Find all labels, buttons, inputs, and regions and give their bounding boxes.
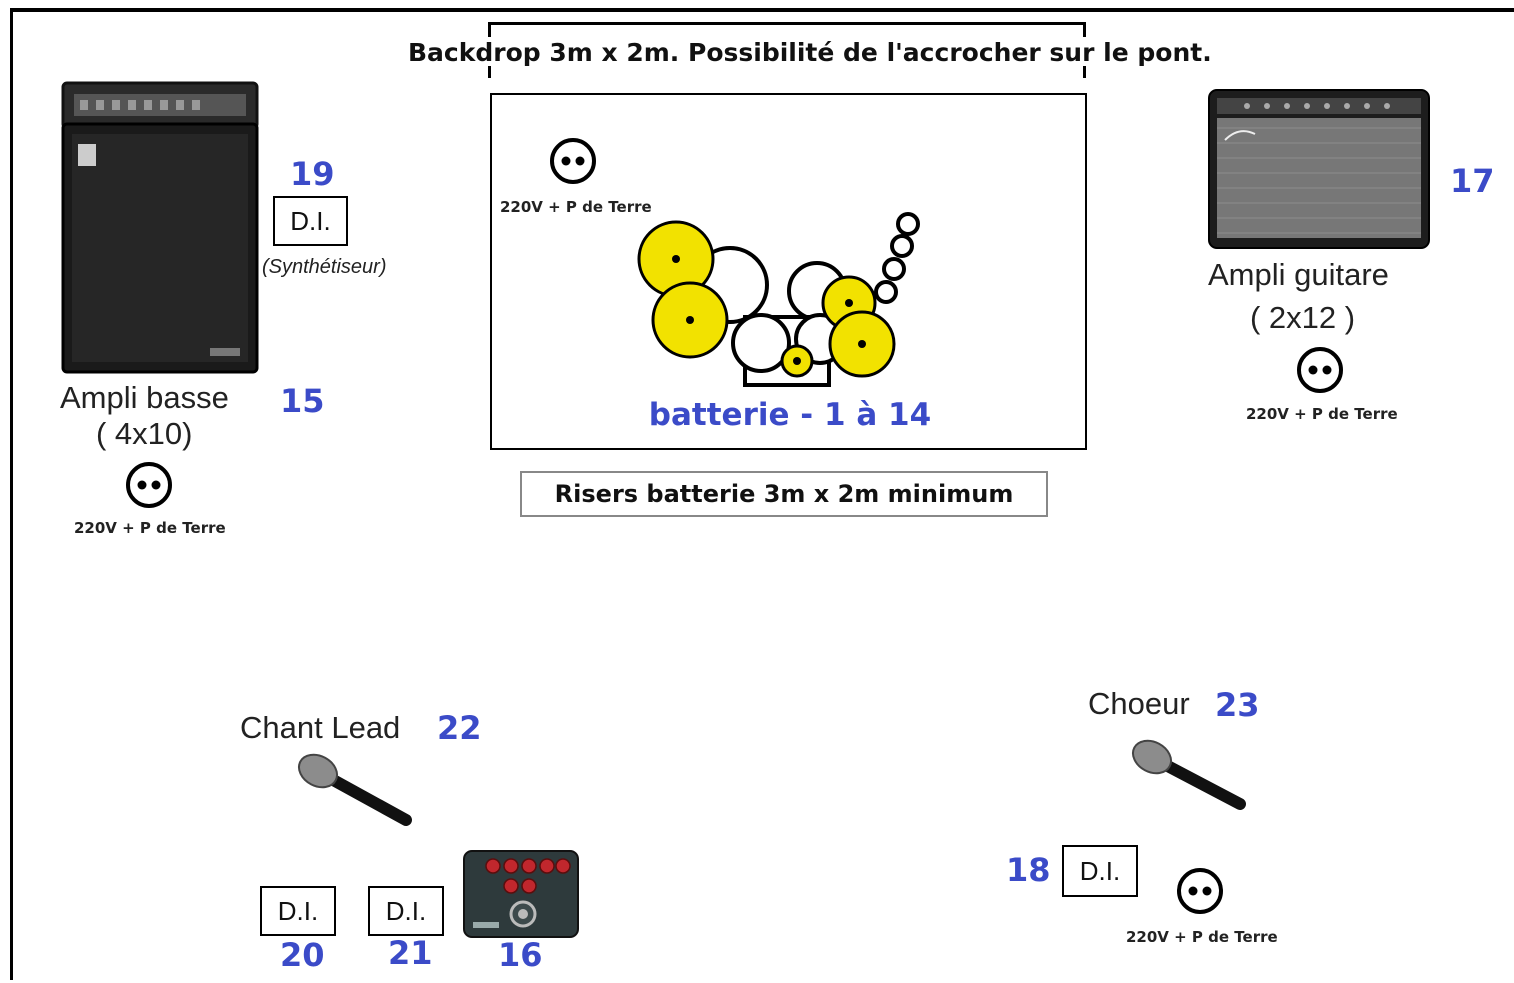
stage-frame	[10, 8, 1514, 980]
bass-channel: 15	[280, 382, 325, 420]
guitar-power-label: 220V + P de Terre	[1246, 405, 1398, 423]
bass-amp-label: Ampli basse	[60, 380, 229, 415]
lead-vocal-channel: 22	[437, 709, 482, 747]
bass-amp-spec: ( 4x10)	[96, 416, 193, 451]
guitar-amp-icon	[1208, 89, 1430, 249]
lead-mic-icon	[297, 753, 412, 826]
backdrop-label: Backdrop 3m x 2m. Possibilité de l'accro…	[408, 38, 1212, 67]
risers-box: Risers batterie 3m x 2m minimum	[520, 471, 1048, 517]
backing-power-outlet-icon	[1177, 868, 1223, 914]
lead-di1-channel: 20	[280, 936, 325, 974]
lead-di2-box: D.I.	[368, 886, 444, 936]
lead-di1-box: D.I.	[260, 886, 336, 936]
percussion	[896, 212, 920, 236]
backing-vocal-label: Choeur	[1088, 686, 1190, 721]
backing-power-label: 220V + P de Terre	[1126, 928, 1278, 946]
guitar-amp-spec: ( 2x12 )	[1250, 300, 1356, 335]
drum-kit	[550, 138, 920, 387]
bass-di-channel: 19	[290, 155, 335, 193]
drum-power-outlet-icon	[550, 138, 596, 184]
snare-drum	[731, 313, 791, 373]
guitar-amp-label: Ampli guitare	[1208, 257, 1389, 292]
bass-amp-icon	[61, 81, 259, 374]
lead-di2-channel: 21	[388, 934, 433, 972]
lead-vocal-label: Chant Lead	[240, 710, 401, 745]
drums-label: batterie - 1 à 14	[648, 397, 932, 433]
guitar-channel: 17	[1450, 162, 1495, 200]
percussion	[874, 280, 898, 304]
risers-label: Risers batterie 3m x 2m minimum	[554, 480, 1014, 508]
bass-power-label: 220V + P de Terre	[74, 519, 226, 537]
bass-di-box: D.I.	[273, 196, 348, 246]
drum-power-label: 220V + P de Terre	[500, 198, 652, 216]
backing-di-box: D.I.	[1062, 845, 1138, 897]
guitar-power-outlet-icon	[1297, 347, 1343, 393]
bass-di-note: (Synthétiseur)	[262, 256, 387, 278]
backing-mic-icon	[1131, 739, 1246, 810]
backing-di-channel: 18	[1006, 851, 1051, 889]
backing-vocal-channel: 23	[1215, 686, 1260, 724]
effects-pedal-icon	[463, 850, 579, 938]
bass-power-outlet-icon	[126, 462, 172, 508]
percussion	[882, 257, 906, 281]
percussion	[890, 234, 914, 258]
pedal-channel: 16	[498, 936, 543, 974]
backdrop-banner	[488, 22, 1086, 78]
